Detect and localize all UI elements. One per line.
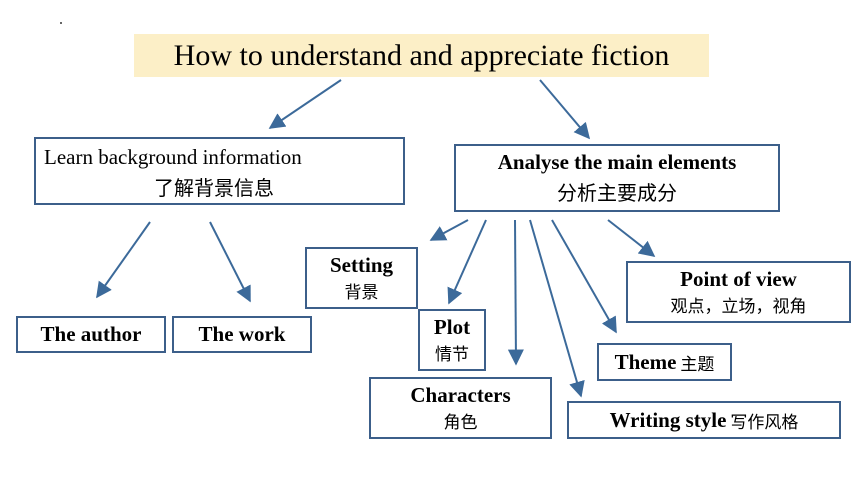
author-label: The author — [40, 322, 142, 346]
work-box: The work — [172, 316, 312, 353]
background-info-box: Learn background information 了解背景信息 — [34, 137, 405, 205]
arrow-elements-to-characters — [507, 219, 524, 366]
arrow-title-to-elements — [539, 79, 591, 140]
arrow-elements-to-writing-style — [529, 219, 585, 398]
theme-box: Theme 主题 — [597, 343, 732, 381]
arrow-elements-to-point-of-view — [607, 219, 656, 257]
background-info-label: Learn background information — [44, 145, 302, 169]
writing-style-box: Writing style 写作风格 — [567, 401, 841, 439]
plot-label: Plot — [433, 315, 471, 339]
setting-label: Setting — [330, 253, 393, 277]
setting-label-cn: 背景 — [344, 283, 379, 303]
arrow-elements-to-plot — [447, 219, 487, 305]
characters-label-cn: 角色 — [443, 413, 478, 433]
point-of-view-box: Point of view 观点，立场，视角 — [626, 261, 851, 323]
diagram-title: How to understand and appreciate fiction — [134, 34, 709, 77]
arrow-background-to-author — [96, 221, 151, 299]
setting-box: Setting 背景 — [305, 247, 418, 309]
work-label: The work — [198, 322, 286, 346]
theme-label: Theme — [614, 349, 677, 374]
stray-dot — [60, 22, 62, 24]
arrow-title-to-background — [268, 79, 342, 129]
plot-box: Plot 情节 — [418, 309, 486, 371]
main-elements-box: Analyse the main elements 分析主要成分 — [454, 144, 780, 212]
point-of-view-label-cn: 观点，立场，视角 — [670, 297, 807, 317]
author-box: The author — [16, 316, 166, 353]
title-text: How to understand and appreciate fiction — [173, 38, 670, 72]
theme-label-cn: 主题 — [680, 354, 715, 375]
plot-label-cn: 情节 — [435, 345, 469, 365]
characters-label: Characters — [410, 383, 511, 407]
arrow-elements-to-setting — [429, 219, 469, 241]
characters-box: Characters 角色 — [369, 377, 552, 439]
arrow-elements-to-theme — [551, 219, 617, 334]
writing-style-label-cn: 写作风格 — [730, 412, 799, 433]
main-elements-label: Analyse the main elements — [497, 150, 737, 174]
main-elements-label-cn: 分析主要成分 — [557, 181, 677, 205]
arrow-background-to-work — [209, 221, 251, 303]
writing-style-label: Writing style — [609, 407, 727, 432]
point-of-view-label: Point of view — [680, 267, 797, 291]
background-info-label-cn: 了解背景信息 — [154, 176, 274, 200]
